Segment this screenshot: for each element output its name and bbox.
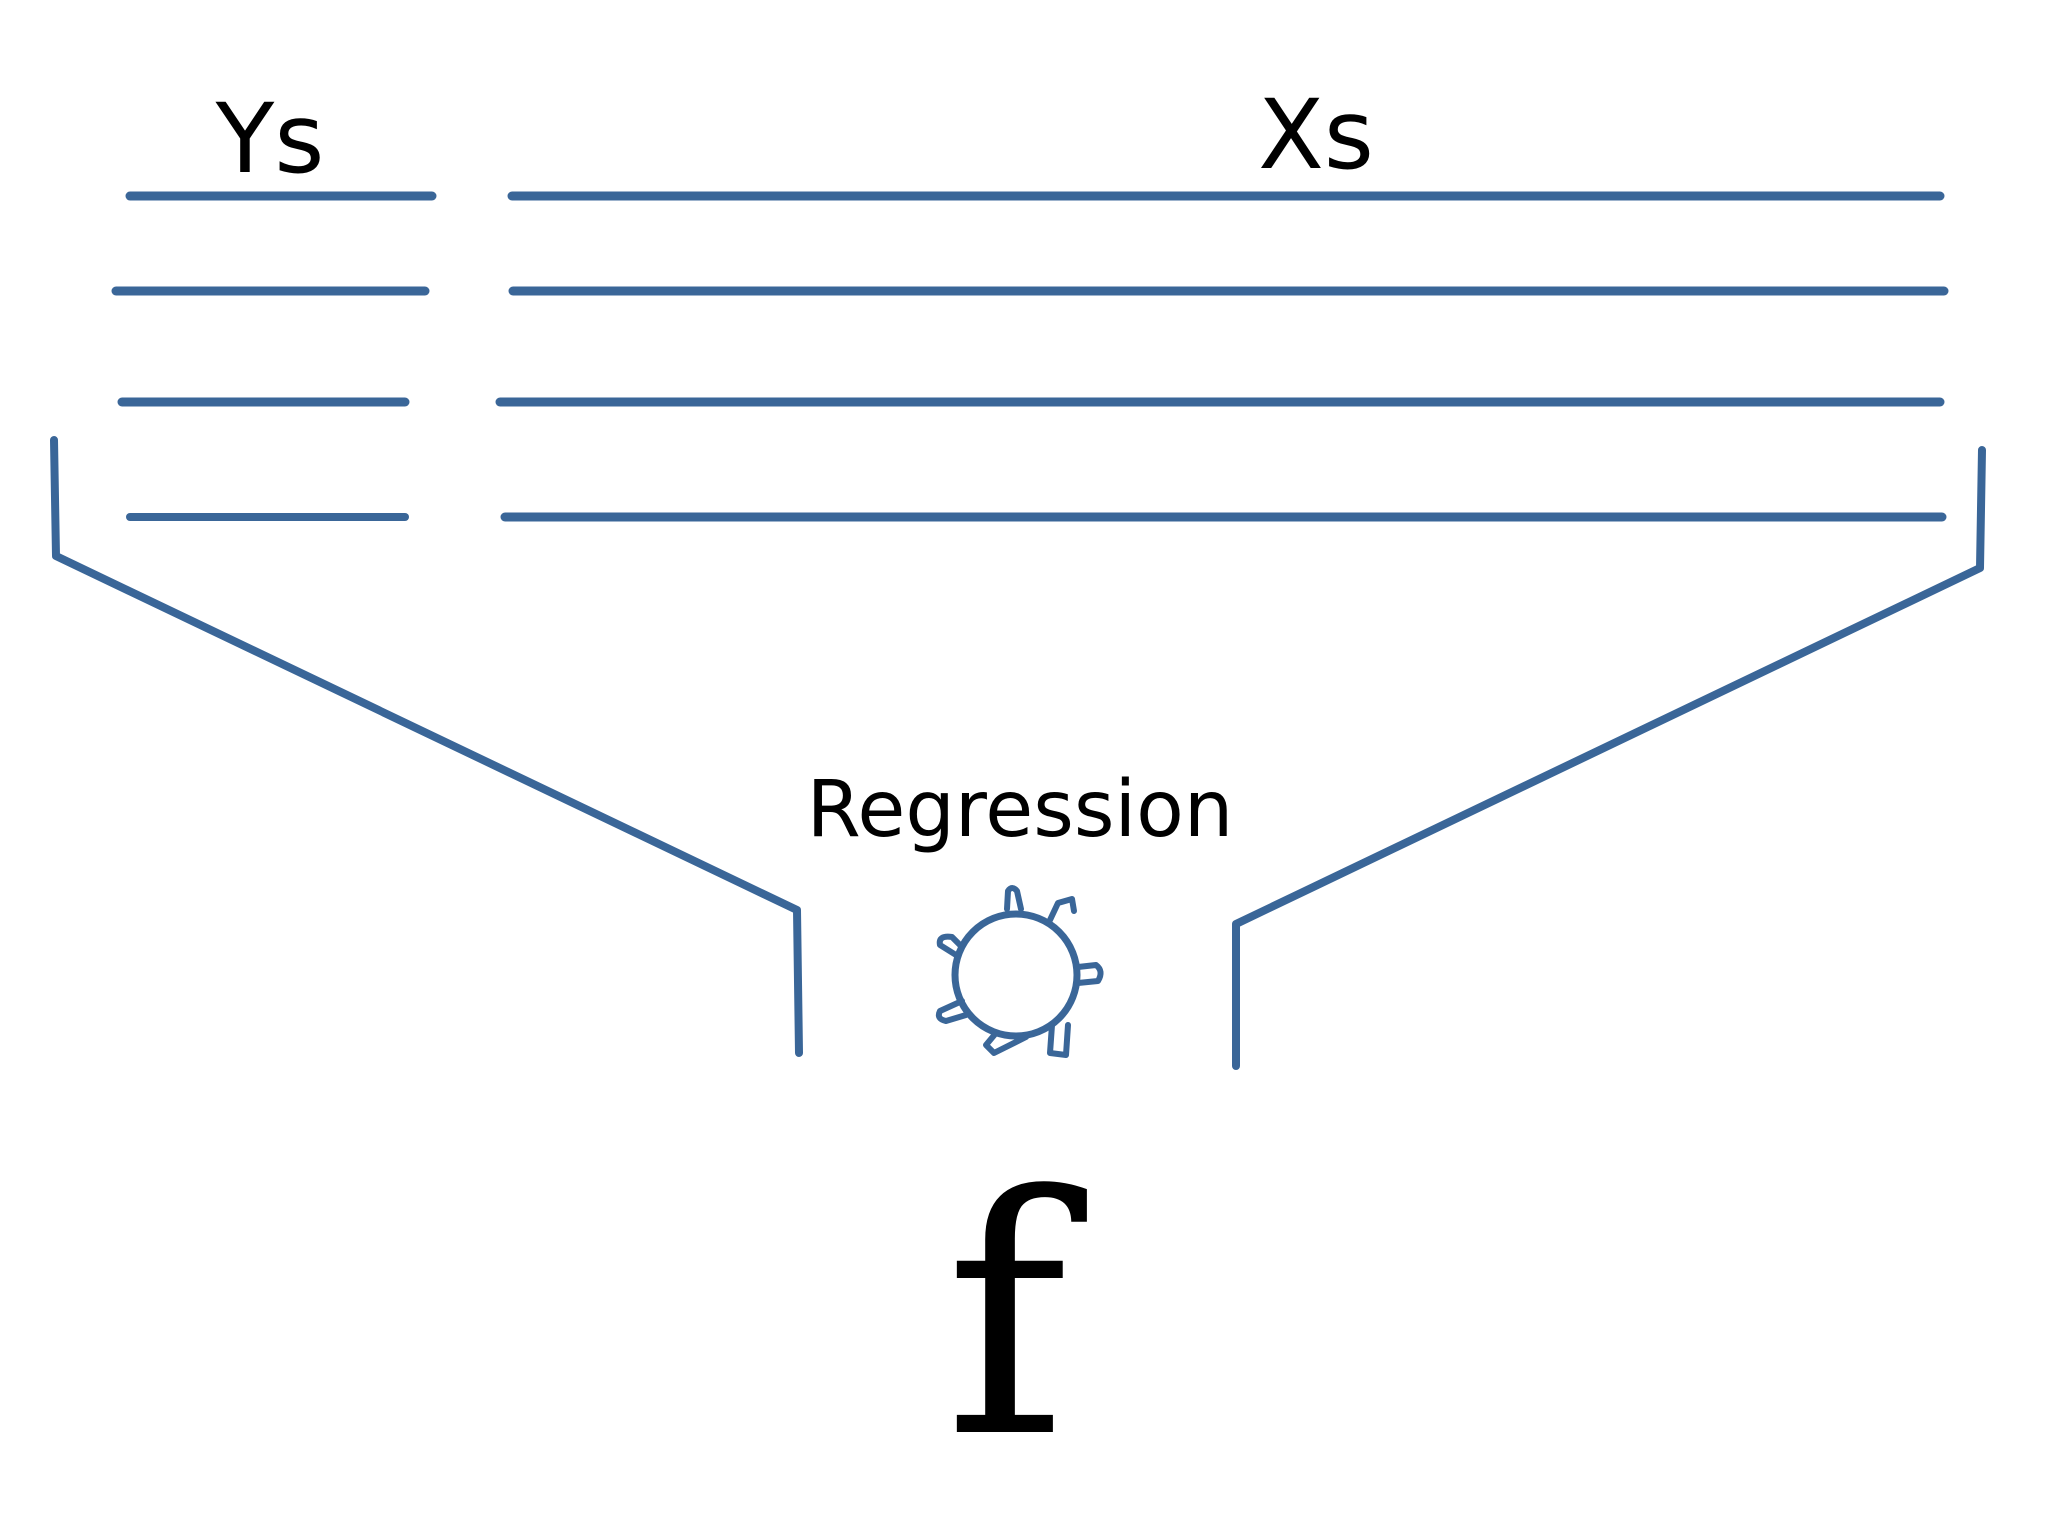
- gear-icon-ring: [951, 910, 1081, 1040]
- funnel-left-side: [50, 436, 803, 1057]
- gear-icon-tooth: [935, 998, 969, 1024]
- gear-icon-tooth: [1047, 1022, 1071, 1058]
- gear-icon-tooth: [936, 933, 963, 958]
- gear-icon-tooth: [983, 1030, 1029, 1056]
- gear-icon: [935, 885, 1104, 1058]
- gear-icon-tooth: [1075, 962, 1104, 986]
- funnel-right-side: [1232, 446, 1986, 1070]
- regression-label: Regression: [807, 765, 1234, 855]
- gear-icon-tooth: [1004, 885, 1024, 912]
- y-rows: [111, 191, 437, 521]
- xs-label: Xs: [1258, 79, 1374, 191]
- function-f-label: f: [945, 1126, 1089, 1510]
- ys-label: Ys: [215, 83, 325, 195]
- x-rows: [495, 191, 1949, 522]
- gear-icon-tooth: [1047, 896, 1077, 923]
